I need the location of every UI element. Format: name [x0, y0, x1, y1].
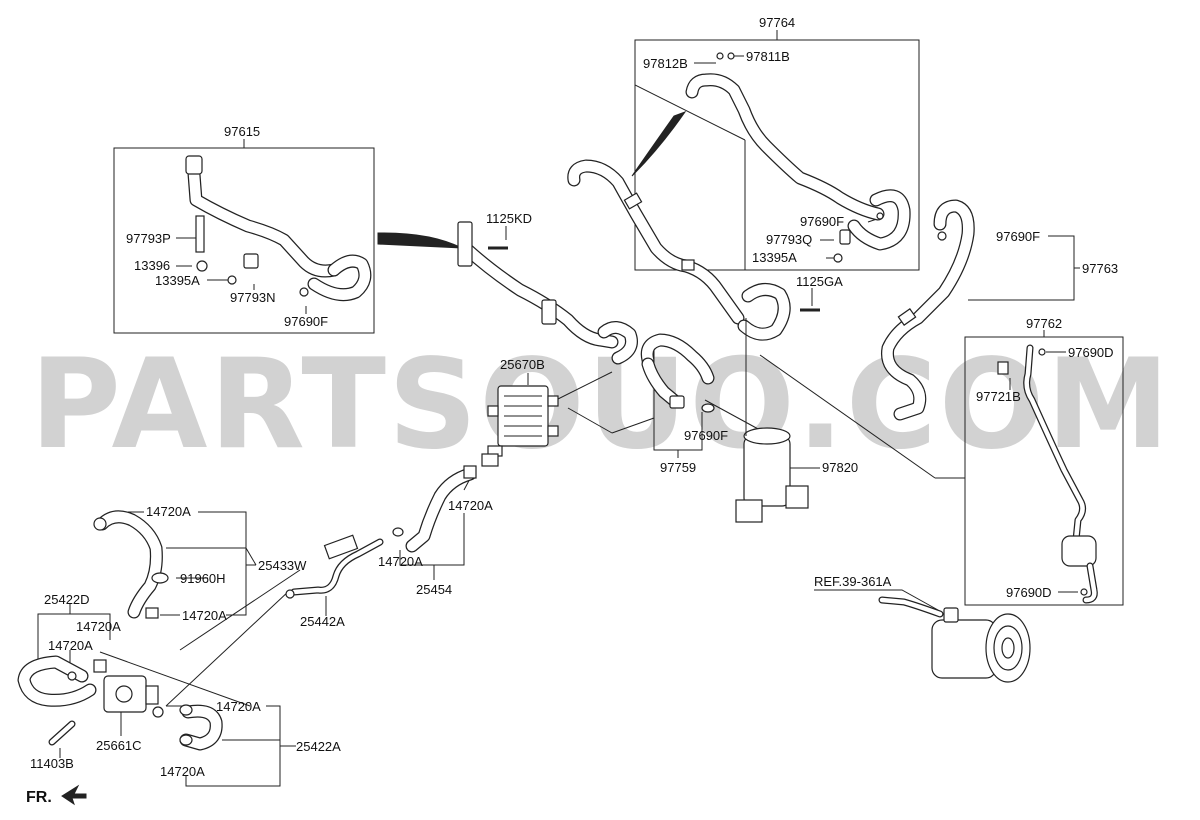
label-ref-39-361A[interactable]: REF.39-361A [814, 574, 892, 589]
label-97690F[interactable]: 97690F [684, 428, 728, 443]
label-97812B[interactable]: 97812B [643, 56, 688, 71]
callout-arrow-97615 [377, 232, 463, 249]
label-97690F[interactable]: 97690F [996, 229, 1040, 244]
label-97690F[interactable]: 97690F [284, 314, 328, 329]
pipe-assembly-97615 [185, 155, 372, 302]
label-14720A[interactable]: 14720A [448, 498, 493, 513]
hose-97763 [880, 199, 975, 421]
label-14720A[interactable]: 14720A [378, 554, 423, 569]
label-14720A[interactable]: 14720A [216, 699, 261, 714]
label-25661C[interactable]: 25661C [96, 738, 142, 753]
hose-25433W [93, 510, 169, 619]
label-14720A[interactable]: 14720A [146, 504, 191, 519]
label-97811B[interactable]: 97811B [746, 49, 790, 64]
label-13395A[interactable]: 13395A [752, 250, 797, 265]
label-97762[interactable]: 97762 [1026, 316, 1062, 331]
label-25442A[interactable]: 25442A [300, 614, 345, 629]
label-25422A[interactable]: 25422A [296, 739, 341, 754]
part-labels: 97764 97812B 97811B 97690F 97793Q 13395A… [26, 15, 1118, 806]
label-97690D[interactable]: 97690D [1068, 345, 1114, 360]
label-97820[interactable]: 97820 [822, 460, 858, 475]
label-14720A[interactable]: 14720A [182, 608, 227, 623]
label-14720A[interactable]: 14720A [76, 619, 121, 634]
label-14720A[interactable]: 14720A [160, 764, 205, 779]
pipe-main-center [457, 221, 638, 365]
label-97690D[interactable]: 97690D [1006, 585, 1052, 600]
front-arrow-icon [61, 784, 87, 806]
label-25422D[interactable]: 25422D [44, 592, 90, 607]
label-97690F[interactable]: 97690F [800, 214, 844, 229]
label-13396[interactable]: 13396 [134, 258, 170, 273]
callout-arrow-97764 [631, 110, 687, 177]
label-97793Q[interactable]: 97793Q [766, 232, 812, 247]
hose-suction-main [567, 159, 820, 341]
label-1125KD[interactable]: 1125KD [486, 211, 532, 226]
label-97793N[interactable]: 97793N [230, 290, 276, 305]
label-97759[interactable]: 97759 [660, 460, 696, 475]
leader-lines [37, 30, 1080, 787]
label-97721B[interactable]: 97721B [976, 389, 1021, 404]
accumulator-97820 [735, 318, 809, 523]
label-11403B[interactable]: 11403B [30, 756, 74, 771]
label-97793P[interactable]: 97793P [126, 231, 171, 246]
label-25454[interactable]: 25454 [416, 582, 452, 597]
label-25670B[interactable]: 25670B [500, 357, 545, 372]
ac-compressor [878, 596, 1031, 683]
label-13395A[interactable]: 13395A [155, 273, 200, 288]
hose-25422D [17, 655, 107, 707]
oil-cooler-25670B [487, 385, 559, 457]
hose-97759 [640, 333, 715, 413]
label-25433W[interactable]: 25433W [258, 558, 307, 573]
hose-25422A [179, 704, 223, 751]
label-97615[interactable]: 97615 [224, 124, 260, 139]
label-97764[interactable]: 97764 [759, 15, 795, 30]
pipe-25442A [285, 534, 384, 599]
front-marker: FR. [26, 789, 52, 806]
hose-25454 [392, 453, 499, 553]
pump-25661C [48, 675, 164, 746]
label-91960H[interactable]: 91960H [180, 571, 226, 586]
label-97763[interactable]: 97763 [1082, 261, 1118, 276]
label-14720A[interactable]: 14720A [48, 638, 93, 653]
watermark: PARTSOUQ.COM [30, 333, 1172, 477]
hose-assembly-97764 [685, 52, 911, 263]
pipe-assembly-97762 [997, 344, 1098, 604]
label-1125GA[interactable]: 1125GA [796, 274, 843, 289]
